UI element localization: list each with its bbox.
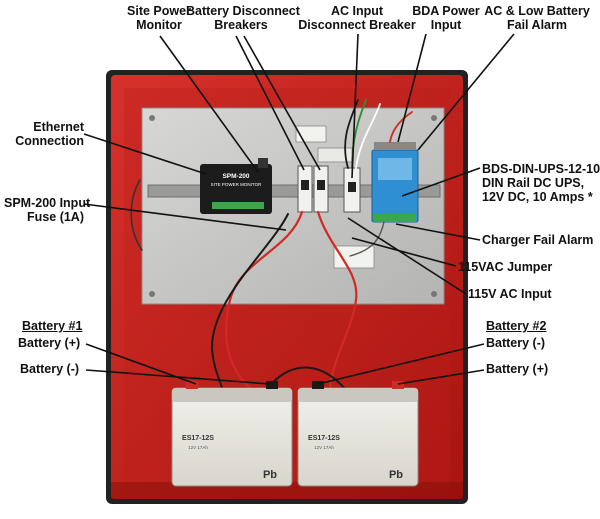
breaker-toggle [317, 180, 325, 190]
monitor-case [200, 164, 272, 214]
label-battery2-neg: Battery (-) [486, 336, 546, 350]
battery2-pos-wire [316, 210, 358, 390]
ups-label [378, 158, 412, 180]
label-battery1-pos: Battery (+) [18, 336, 81, 350]
battery-breakers [297, 165, 329, 213]
ac-input-breaker [343, 167, 361, 213]
battery1-spec-text: 12V 17Ah [188, 445, 208, 450]
leader-ac-low-battery-alarm [417, 33, 515, 151]
label-115vac-jumper: 115VAC Jumper [458, 260, 553, 274]
battery1-model-text: ES17-12S [182, 435, 214, 442]
label-charger-fail-alarm: Charger Fail Alarm [482, 233, 594, 247]
ups-terminal-block [374, 214, 416, 222]
label-battery2-title: Battery #2 [486, 319, 547, 333]
label-ethernet-connection: Ethernet Connection [15, 120, 84, 148]
label-115v-ac-input: 115V AC Input [468, 287, 552, 301]
leader-battery-breaker-1 [235, 35, 305, 171]
screw [149, 291, 155, 297]
leader-battery1-neg [85, 369, 271, 385]
battery2-terminal [312, 381, 324, 389]
ethernet-cable [130, 179, 143, 251]
battery2-lid [298, 388, 418, 402]
monitor-title-text: SITE POWER MONITOR [211, 182, 262, 187]
leader-ups [401, 167, 481, 197]
battery-2: ES17-12S 12V 17Ah Pb [297, 381, 419, 487]
label-battery2-pos: Battery (+) [486, 362, 549, 376]
battery2-model-text: ES17-12S [308, 435, 340, 442]
battery2-spec-text: 12V 17Ah [314, 445, 334, 450]
sticker-label [333, 245, 375, 269]
leader-115v-ac-input [347, 217, 467, 295]
battery2-pb-text: Pb [389, 469, 403, 481]
label-battery-disconnect-breakers: Battery Disconnect Breakers [186, 4, 300, 32]
din-ups-device [371, 142, 419, 223]
site-power-monitor-device: SPM-200 SITE POWER MONITOR [200, 158, 272, 214]
leader-spm-fuse [83, 203, 287, 231]
leader-115vac-jumper [351, 237, 457, 267]
sticker-label [295, 125, 327, 143]
label-battery1-neg: Battery (-) [20, 362, 80, 376]
leader-ac-input-breaker [351, 33, 359, 179]
leader-battery2-pos [397, 369, 485, 385]
breaker-toggle [301, 180, 309, 190]
screw [431, 291, 437, 297]
screw [431, 115, 437, 121]
leader-bda-power-input [397, 33, 427, 143]
label-bda-power-input: BDA Power Input [412, 4, 480, 32]
ups-terminal-top [374, 142, 416, 150]
breaker-toggle [348, 182, 356, 192]
label-battery1-title: Battery #1 [22, 319, 83, 333]
label-bds-din-ups: BDS-DIN-UPS-12-10, DIN Rail DC UPS, 12V … [482, 162, 600, 204]
ethernet-port [258, 158, 268, 168]
battery-1: ES17-12S 12V 17Ah Pb [171, 381, 293, 487]
screw [149, 115, 155, 121]
leader-site-power-monitor [159, 35, 259, 173]
battery2-terminal [392, 381, 404, 389]
leader-battery-breaker-2 [243, 35, 321, 171]
battery1-terminal [266, 381, 278, 389]
bda-power-wire [389, 111, 413, 143]
leader-battery2-neg [317, 343, 485, 385]
leader-charger-fail [395, 223, 481, 241]
leader-lines [83, 33, 515, 385]
neutral-wire [355, 103, 381, 169]
leader-ethernet [83, 133, 207, 175]
monitor-terminal-block [212, 202, 264, 209]
label-ac-low-battery-fail-alarm: AC & Low Battery Fail Alarm [484, 4, 590, 32]
battery1-terminal [186, 381, 198, 389]
label-ac-input-disconnect-breaker: AC Input Disconnect Breaker [298, 4, 416, 32]
battery1-lid [172, 388, 292, 402]
battery1-pos-wire [225, 210, 304, 390]
monitor-model-text: SPM-200 [222, 173, 249, 180]
label-spm200-input-fuse: SPM-200 Input Fuse (1A) [4, 196, 91, 224]
battery1-pb-text: Pb [263, 469, 277, 481]
battery1-neg-wire [210, 213, 289, 389]
label-site-power-monitor: Site Power Monitor [127, 4, 191, 32]
